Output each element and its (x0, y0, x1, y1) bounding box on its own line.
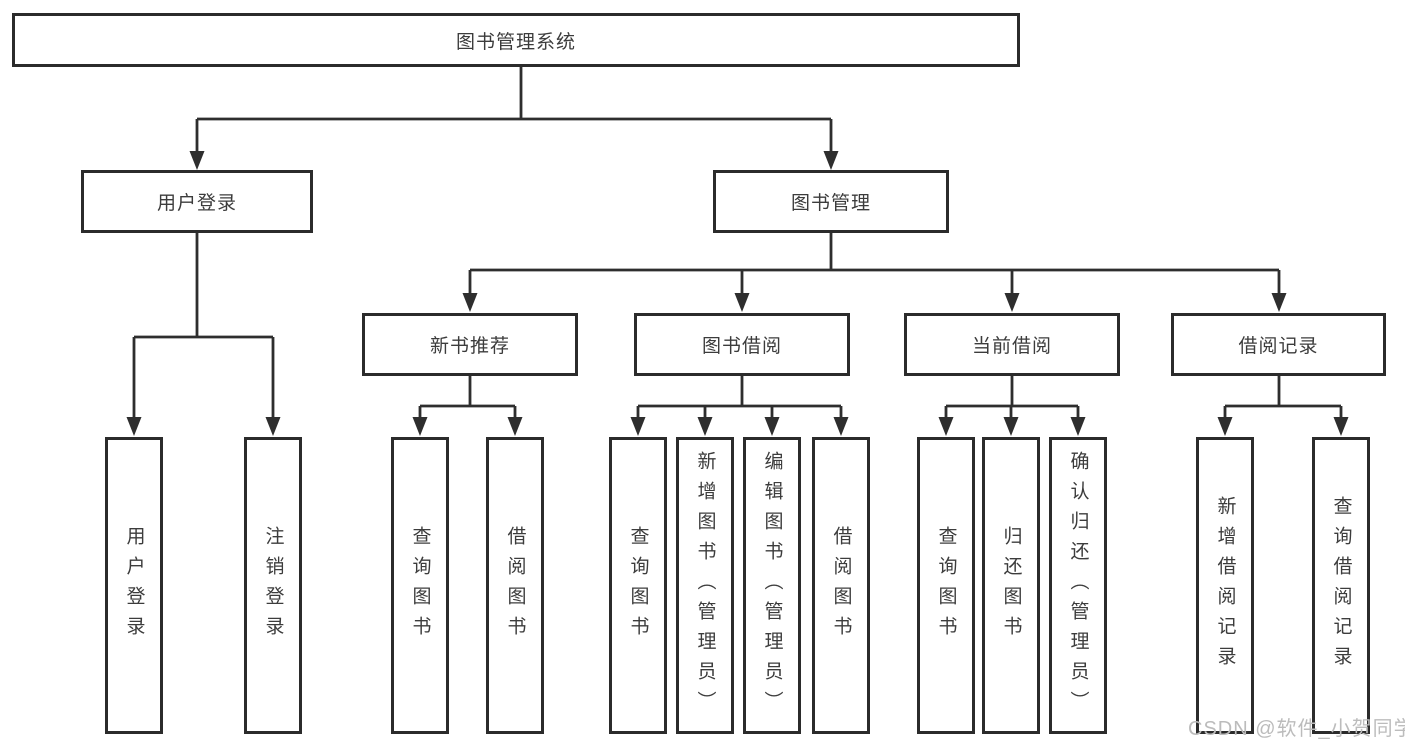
leaf-query-books-current: 查询图书 (917, 437, 975, 734)
leaf-label: 用户登录 (123, 525, 145, 646)
leaf-user-login: 用户登录 (105, 437, 163, 734)
leaf-return-book: 归还图书 (982, 437, 1040, 734)
leaf-label: 查询图书 (935, 525, 957, 646)
node-current-borrowing: 当前借阅 (904, 313, 1120, 376)
leaf-label: 借阅图书 (504, 525, 526, 646)
leaf-borrow-books: 借阅图书 (812, 437, 870, 734)
leaf-label: 查询图书 (409, 525, 431, 646)
node-label: 图书借阅 (701, 336, 782, 357)
leaf-label: 新增图书（管理员） (694, 450, 716, 721)
leaf-label: 查询图书 (627, 525, 649, 646)
leaf-label: 借阅图书 (830, 525, 852, 646)
leaf-add-book-admin: 新增图书（管理员） (676, 437, 734, 734)
node-label: 借阅记录 (1238, 336, 1319, 357)
leaf-confirm-return-admin: 确认归还（管理员） (1049, 437, 1107, 734)
leaf-query-books-recommend: 查询图书 (391, 437, 449, 734)
leaf-logout: 注销登录 (244, 437, 302, 734)
node-borrowing-records: 借阅记录 (1171, 313, 1386, 376)
leaf-label: 注销登录 (262, 525, 284, 646)
leaf-label: 查询借阅记录 (1330, 495, 1352, 676)
node-library-management-system: 图书管理系统 (12, 13, 1020, 67)
leaf-query-borrow-record: 查询借阅记录 (1312, 437, 1370, 734)
node-new-book-recommendation: 新书推荐 (362, 313, 578, 376)
leaf-label: 编辑图书（管理员） (761, 450, 783, 721)
watermark: CSDN @软件_小贺同学 (1188, 718, 1405, 740)
leaf-borrow-books-recommend: 借阅图书 (486, 437, 544, 734)
node-label: 用户登录 (156, 193, 237, 214)
leaf-add-borrow-record: 新增借阅记录 (1196, 437, 1254, 734)
node-user-login: 用户登录 (81, 170, 313, 233)
node-label: 当前借阅 (971, 336, 1052, 357)
node-label: 新书推荐 (429, 336, 510, 357)
node-book-borrowing: 图书借阅 (634, 313, 850, 376)
node-book-management: 图书管理 (713, 170, 949, 233)
leaf-query-books-borrow: 查询图书 (609, 437, 667, 734)
leaf-edit-book-admin: 编辑图书（管理员） (743, 437, 801, 734)
leaf-label: 新增借阅记录 (1214, 495, 1236, 676)
node-label: 图书管理系统 (455, 31, 576, 53)
leaf-label: 确认归还（管理员） (1067, 450, 1089, 721)
node-label: 图书管理 (790, 193, 871, 214)
arrowheads (126, 151, 1349, 436)
leaf-label: 归还图书 (1000, 525, 1022, 646)
